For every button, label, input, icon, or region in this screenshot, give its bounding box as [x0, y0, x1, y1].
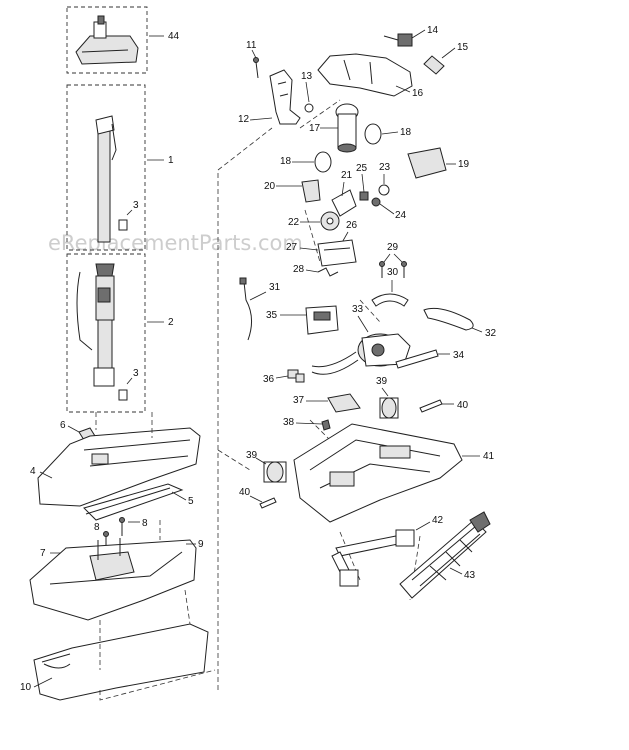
part-21-lever	[331, 189, 357, 217]
part-32-belt	[423, 307, 474, 331]
part-42-crank	[331, 529, 415, 587]
callout-35: 35	[266, 310, 278, 321]
part-43-brushroll	[399, 511, 491, 599]
callout-23: 23	[379, 162, 391, 173]
part-18-discs	[314, 123, 382, 173]
callout-44: 44	[168, 31, 180, 42]
part-17-shaft	[335, 103, 359, 153]
part-22-gear	[320, 211, 340, 231]
part-9-chassis	[29, 538, 197, 621]
callout-31: 31	[269, 282, 281, 293]
part-28-spring	[317, 267, 339, 277]
callout-26: 26	[346, 220, 358, 231]
callout-3-lower: 3	[133, 368, 139, 379]
callout-22: 22	[288, 217, 300, 228]
part-16-release-housing	[317, 53, 413, 97]
callout-27: 27	[286, 242, 298, 253]
callout-25: 25	[356, 163, 368, 174]
part-44-powerhead	[66, 6, 148, 74]
part-23-washer	[378, 184, 390, 196]
callout-4: 4	[30, 466, 36, 477]
callout-39-upper: 39	[376, 376, 388, 387]
part-27-bracket	[317, 239, 357, 267]
part-38-spring-clip	[321, 419, 331, 431]
callout-2: 2	[168, 317, 174, 328]
part-20-clip	[301, 179, 321, 203]
callout-39-lower: 39	[246, 450, 258, 461]
part-2-lower-handle	[66, 253, 146, 413]
callout-7: 7	[40, 548, 46, 559]
callout-13: 13	[301, 71, 313, 82]
part-35-terminal-block	[305, 305, 339, 335]
callout-12: 12	[238, 114, 250, 125]
callout-16: 16	[412, 88, 424, 99]
part-13-washer	[304, 103, 314, 113]
callout-37: 37	[293, 395, 305, 406]
callout-28: 28	[293, 264, 305, 275]
callout-8-right: 8	[142, 518, 148, 529]
callout-38: 38	[283, 417, 295, 428]
callout-41: 41	[483, 451, 495, 462]
callout-10: 10	[20, 682, 32, 693]
callout-8-left: 8	[94, 522, 100, 533]
part-8-screws	[103, 517, 125, 550]
callout-30: 30	[387, 267, 399, 278]
part-4-top-cover	[37, 427, 201, 507]
callout-1: 1	[168, 155, 174, 166]
callout-34: 34	[453, 350, 465, 361]
part-40-axle-lower	[259, 497, 277, 509]
callout-9: 9	[198, 539, 204, 550]
callout-32: 32	[485, 328, 497, 339]
part-40-axle-upper	[419, 399, 443, 413]
part-39-roller-upper	[379, 397, 399, 419]
part-41-base-plate	[293, 423, 463, 523]
part-1-upper-wand	[66, 84, 146, 251]
watermark: eReplacementParts.com	[48, 231, 303, 255]
callout-29: 29	[387, 242, 399, 253]
part-10-base-tray	[33, 623, 209, 701]
part-31-cord	[239, 277, 252, 341]
callout-18-right: 18	[400, 127, 412, 138]
part-36-connector	[287, 369, 305, 383]
callout-33: 33	[352, 304, 364, 315]
part-30-motor-mount	[371, 293, 409, 307]
part-19-pedal	[407, 147, 447, 179]
callout-5: 5	[188, 496, 194, 507]
callout-15: 15	[457, 42, 469, 53]
callout-14: 14	[427, 25, 439, 36]
part-37-clip	[327, 393, 361, 413]
callout-17: 17	[309, 123, 321, 134]
callout-40-lower: 40	[239, 487, 251, 498]
part-29-screws	[379, 261, 407, 278]
callout-43: 43	[464, 570, 476, 581]
part-11-screw	[253, 57, 259, 79]
callout-20: 20	[264, 181, 276, 192]
callout-19: 19	[458, 159, 470, 170]
part-33-motor	[311, 333, 411, 375]
part-39-roller-lower	[263, 461, 287, 483]
part-25-pin	[359, 191, 369, 201]
part-5-gasket	[83, 483, 184, 521]
callout-18-left: 18	[280, 156, 292, 167]
part-12-handle-bracket	[269, 69, 301, 125]
part-14-switch	[383, 33, 413, 47]
callout-40-upper: 40	[457, 400, 469, 411]
callout-24: 24	[395, 210, 407, 221]
callout-3-upper: 3	[133, 200, 139, 211]
callout-42: 42	[432, 515, 444, 526]
part-15-button	[423, 55, 445, 75]
callout-36: 36	[263, 374, 275, 385]
part-24-nut	[371, 197, 381, 207]
callout-6: 6	[60, 420, 66, 431]
callout-11: 11	[246, 40, 257, 51]
part-34-rod	[395, 349, 439, 369]
callout-21: 21	[341, 170, 353, 181]
